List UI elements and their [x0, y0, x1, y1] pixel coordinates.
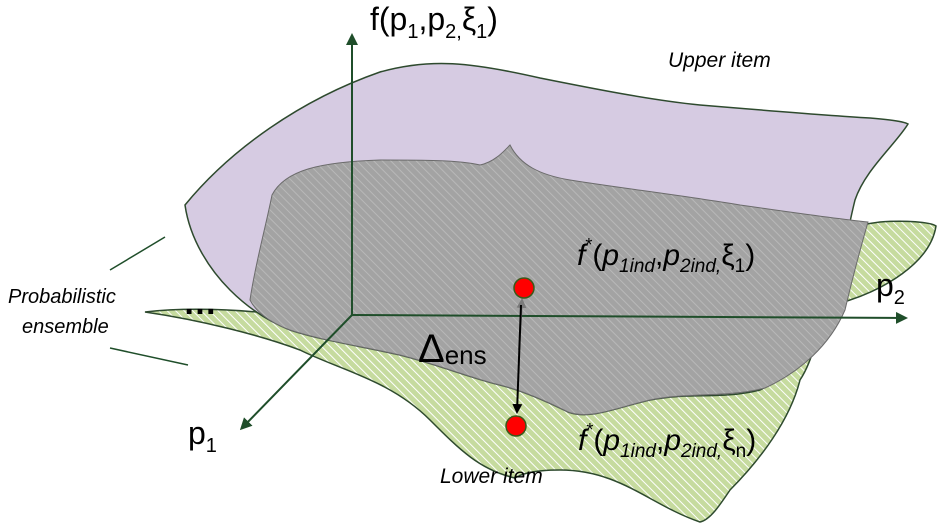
- p1-axis: [239, 314, 353, 431]
- overlap-region: [249, 144, 869, 416]
- lower-point-label: f*(p1ind,p2ind,ξn): [578, 420, 756, 462]
- delta-arrow-down: [512, 304, 523, 414]
- ensemble-bracket-top: [109, 236, 166, 271]
- ensemble-label-line2: ensemble: [22, 316, 109, 338]
- lower-item-label: Lower item: [440, 465, 543, 488]
- p1-axis-label: p1: [188, 415, 217, 457]
- upper-point-label: f*(p1ind,p2ind,ξ1): [577, 235, 755, 277]
- p2-axis: [351, 311, 908, 324]
- upper-item-label: Upper item: [668, 49, 771, 72]
- vertical-axis-label: f(p1,p2,ξ1): [370, 1, 498, 43]
- ensemble-ellipsis: …: [183, 284, 217, 322]
- delta-ens-label: Δens: [418, 327, 487, 371]
- lower-point: [505, 415, 527, 437]
- p2-axis-label: p2: [876, 267, 905, 309]
- upper-point: [513, 277, 535, 299]
- ensemble-label-line1: Probabilistic: [8, 286, 116, 308]
- ensemble-bracket-bottom: [109, 347, 189, 366]
